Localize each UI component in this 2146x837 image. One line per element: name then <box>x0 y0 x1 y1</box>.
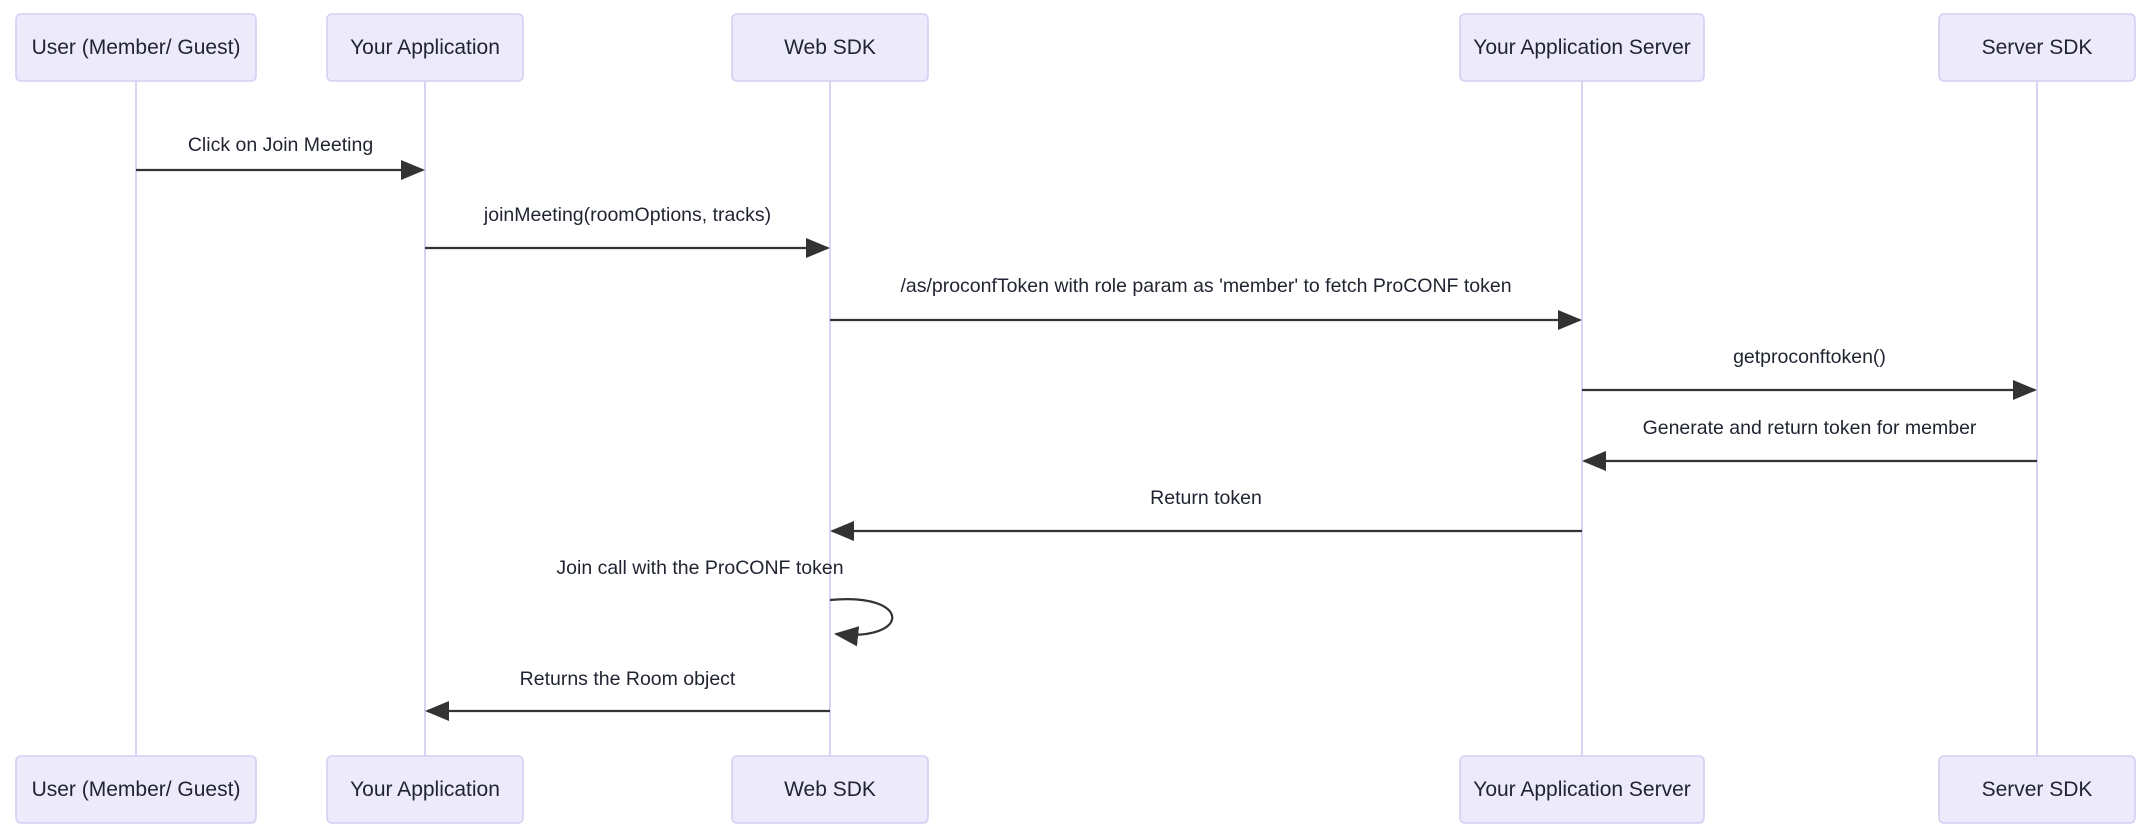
actor-box-rect-user <box>15 13 257 82</box>
actor-box-rect-app <box>326 13 524 82</box>
message-6: Return token <box>829 487 1582 542</box>
message-label-5: Generate and return token for member <box>1643 417 1977 439</box>
actor-boxes-bottom: User (Member/ Guest) Your Application Web … <box>15 755 2136 824</box>
actor-label-serversdk: Server SDK <box>1982 36 2093 59</box>
actor-box-rect-websdk <box>731 13 929 82</box>
actor-box-user-top[interactable]: User (Member/ Guest) <box>15 13 257 82</box>
message-label-1: Click on Join Meeting <box>188 134 373 156</box>
actor-label-app: Your Application <box>350 778 500 801</box>
actor-box-rect-websdk <box>731 755 929 824</box>
actor-box-websdk-bottom[interactable]: Web SDK <box>731 755 929 824</box>
actor-box-appserver-bottom[interactable]: Your Application Server <box>1459 755 1705 824</box>
actor-box-app-bottom[interactable]: Your Application <box>326 755 524 824</box>
message-label-8: Returns the Room object <box>520 668 736 690</box>
actor-box-rect-serversdk <box>1938 755 2136 824</box>
actor-box-rect-user <box>15 755 257 824</box>
actor-label-app: Your Application <box>350 36 500 59</box>
actor-label-websdk: Web SDK <box>784 36 876 59</box>
message-5: Generate and return token for member <box>1581 417 2037 472</box>
message-1: Click on Join Meeting <box>136 134 426 181</box>
actor-label-user: User (Member/ Guest) <box>32 36 241 59</box>
message-label-3: /as/proconfToken with role param as 'mem… <box>900 275 1511 297</box>
actor-label-serversdk: Server SDK <box>1982 778 2093 801</box>
message-label-4: getproconftoken() <box>1733 346 1886 368</box>
messages-group: Click on Join Meeting joinMeeting(roomOpt… <box>136 134 2038 722</box>
message-2: joinMeeting(roomOptions, tracks) <box>425 204 831 259</box>
self-loop-arrow <box>829 598 894 647</box>
message-7: Join call with the ProCONF token <box>556 557 894 647</box>
actor-box-rect-app <box>326 755 524 824</box>
message-3: /as/proconfToken with role param as 'mem… <box>830 275 1583 331</box>
actor-label-websdk: Web SDK <box>784 778 876 801</box>
actor-box-user-bottom[interactable]: User (Member/ Guest) <box>15 755 257 824</box>
actor-box-rect-appserver <box>1459 755 1705 824</box>
actor-box-appserver-top[interactable]: Your Application Server <box>1459 13 1705 82</box>
actor-label-user: User (Member/ Guest) <box>32 778 241 801</box>
actor-box-app-top[interactable]: Your Application <box>326 13 524 82</box>
message-label-7: Join call with the ProCONF token <box>556 557 843 579</box>
actor-box-websdk-top[interactable]: Web SDK <box>731 13 929 82</box>
actor-box-serversdk-top[interactable]: Server SDK <box>1938 13 2136 82</box>
actor-label-appserver: Your Application Server <box>1473 778 1691 801</box>
message-label-6: Return token <box>1150 487 1262 509</box>
lifelines-group <box>135 81 2038 756</box>
message-8: Returns the Room object <box>424 668 830 722</box>
message-label-2: joinMeeting(roomOptions, tracks) <box>483 204 771 226</box>
message-4: getproconftoken() <box>1582 346 2038 401</box>
actor-label-appserver: Your Application Server <box>1473 36 1691 59</box>
actor-box-serversdk-bottom[interactable]: Server SDK <box>1938 755 2136 824</box>
actor-box-rect-serversdk <box>1938 13 2136 82</box>
actor-box-rect-appserver <box>1459 13 1705 82</box>
actor-boxes-top: User (Member/ Guest) Your Application Web … <box>15 13 2136 82</box>
